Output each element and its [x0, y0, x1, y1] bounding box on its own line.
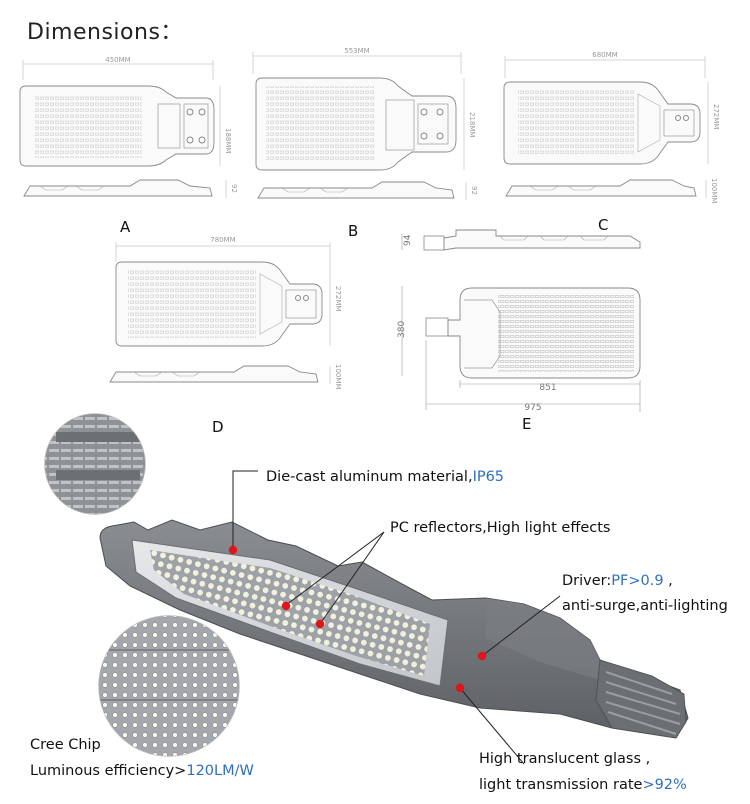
model-e-width-label: 380 [397, 321, 407, 338]
driver-pf-value: PF>0.9 [611, 573, 664, 589]
model-d-label: D [212, 418, 224, 436]
transmission-label: light transmission rate [479, 777, 643, 793]
driver-marker [477, 651, 487, 661]
driver-callout-line1: Driver:PF>0.9 , [562, 573, 673, 589]
model-c-height-label: 100MM [710, 178, 718, 203]
model-e-body-length-label: 851 [539, 383, 556, 393]
model-e-height-label: 94 [403, 234, 413, 246]
chip-callout-line2: Luminous efficiency>120LM/W [30, 763, 254, 779]
callout-leaders [232, 470, 561, 765]
model-a-width-label: 188MM [224, 128, 232, 153]
efficiency-value: 120LM/W [186, 763, 254, 779]
dimension-drawings: 450MM 188MM 92 553MM 218MM 92 [19, 47, 720, 413]
transmission-value: >92% [642, 777, 687, 793]
led-array [150, 550, 430, 676]
driver-callout-line2: anti-surge,anti-lighting [562, 598, 728, 614]
model-c-length-label: 680MM [592, 51, 617, 59]
efficiency-label: Luminous efficiency> [30, 763, 187, 779]
housing-callout-highlight: IP65 [472, 469, 505, 485]
chip-callout-line1: Cree Chip [30, 737, 101, 753]
model-d-length-label: 780MM [210, 236, 235, 244]
driver-suffix: , [663, 573, 673, 589]
model-e-overall-length-label: 975 [524, 403, 541, 413]
glass-callout-line2: light transmission rate>92% [479, 777, 687, 793]
reflector-marker-2 [315, 619, 325, 629]
model-b-width-label: 218MM [468, 112, 476, 137]
housing-callout-text: Die-cast aluminum material, [266, 469, 473, 485]
model-a-drawing: 450MM 188MM 92 [19, 56, 238, 198]
model-e-drawing: 94 380 851 975 [397, 229, 641, 413]
model-c-width-label: 272MM [712, 104, 720, 129]
model-a-height-label: 92 [230, 184, 238, 193]
model-d-width-label: 272MM [334, 286, 342, 311]
model-a-length-label: 450MM [105, 56, 130, 64]
glass-marker [455, 683, 465, 693]
page-title: Dimensions： [27, 20, 183, 45]
model-c-label: C [598, 216, 609, 234]
reflector-marker-1 [281, 601, 291, 611]
driver-label: Driver: [562, 573, 612, 589]
housing-marker [228, 545, 238, 555]
model-d-height-label: 100MM [334, 364, 342, 389]
model-a-label: A [120, 218, 131, 236]
reflectors-callout: PC reflectors,High light effects [390, 520, 611, 536]
glass-callout-line1: High translucent glass , [479, 751, 651, 767]
housing-callout: Die-cast aluminum material,IP65 [266, 469, 504, 485]
model-b-height-label: 92 [470, 186, 478, 195]
model-b-drawing: 553MM 218MM 92 [252, 47, 478, 200]
model-c-drawing: 680MM 272MM 100MM [503, 51, 720, 203]
model-b-length-label: 553MM [344, 47, 369, 55]
model-d-drawing: 780MM 272MM 100MM [109, 236, 342, 389]
callout-markers [228, 545, 487, 693]
model-e-label: E [522, 415, 532, 433]
model-b-label: B [348, 222, 359, 240]
